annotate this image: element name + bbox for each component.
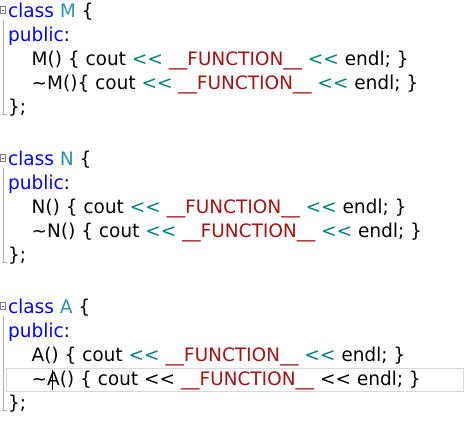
code-text: endl; } (348, 73, 419, 94)
macro: __FUNCTION__ (165, 345, 299, 366)
fold-guide (3, 20, 4, 114)
code-line[interactable]: A() { cout << __FUNCTION__ << endl; } (0, 344, 464, 368)
macro: __FUNCTION__ (182, 221, 316, 242)
access-specifier: public (8, 25, 64, 46)
code-text: (){ cout (63, 73, 142, 94)
closing-brace: }; (8, 97, 27, 118)
code-text: endl; } (352, 221, 422, 242)
dtor-name: M (47, 73, 64, 94)
brace: { (72, 297, 91, 318)
access-specifier: public (8, 173, 64, 194)
macro: __FUNCTION__ (168, 49, 302, 70)
operator: << (304, 345, 336, 366)
dtor-name: A (47, 369, 60, 390)
access-specifier: public (8, 321, 64, 342)
code-line[interactable]: class N { (0, 148, 464, 172)
closing-brace: }; (8, 393, 27, 414)
operator: << (128, 345, 160, 366)
operator: << (321, 221, 353, 242)
collapse-icon[interactable] (0, 154, 6, 162)
code-line[interactable]: public: (0, 24, 464, 48)
operator: << (141, 73, 173, 94)
closing-brace: }; (8, 245, 27, 266)
class-name: A (59, 297, 73, 318)
keyword: class (8, 1, 54, 22)
code-line[interactable]: public: (0, 172, 464, 196)
operator: << (319, 369, 351, 390)
code-text: endl; } (336, 197, 407, 218)
code-line[interactable]: class A { (0, 296, 464, 320)
collapse-icon[interactable] (0, 302, 6, 310)
code-text: endl; } (338, 49, 409, 70)
brace: { (73, 149, 92, 170)
ctor-name: N (31, 197, 46, 218)
keyword: class (8, 297, 54, 318)
macro: __FUNCTION__ (180, 369, 315, 390)
fold-end-mark (2, 114, 7, 115)
class-name: N (59, 149, 74, 170)
collapse-icon[interactable] (0, 6, 6, 14)
operator: << (305, 197, 337, 218)
code-line[interactable]: public: (0, 320, 464, 344)
operator: << (144, 369, 176, 390)
code-text: () { cout (45, 197, 130, 218)
code-line-current[interactable]: ~A() { cout << __FUNCTION__ << endl; } (0, 368, 464, 392)
brace: { (75, 1, 94, 22)
dtor-name: N (47, 221, 61, 242)
code-line[interactable]: ~M(){ cout << __FUNCTION__ << endl; } (0, 72, 464, 96)
code-text: () { cout (59, 369, 145, 390)
code-line[interactable]: }; (0, 96, 464, 120)
operator: << (129, 197, 161, 218)
code-text: endl; } (335, 345, 406, 366)
fold-guide (3, 168, 4, 262)
operator: << (307, 49, 339, 70)
text-caret (52, 370, 53, 390)
fold-end-mark (2, 410, 7, 411)
code-line[interactable]: M() { cout << __FUNCTION__ << endl; } (0, 48, 464, 72)
colon: : (63, 173, 70, 194)
class-name: M (59, 1, 76, 22)
fold-guide (3, 316, 4, 410)
code-line[interactable]: ~N() { cout << __FUNCTION__ << endl; } (0, 220, 464, 244)
operator: << (317, 73, 349, 94)
code-text: () { cout (44, 345, 129, 366)
tilde: ~ (31, 221, 48, 242)
code-line[interactable]: }; (0, 392, 464, 416)
tilde: ~ (31, 73, 48, 94)
keyword: class (8, 149, 54, 170)
operator: << (131, 49, 163, 70)
tilde: ~ (31, 369, 48, 390)
fold-end-mark (2, 262, 7, 263)
macro: __FUNCTION__ (178, 73, 312, 94)
operator: << (145, 221, 177, 242)
colon: : (63, 25, 70, 46)
ctor-name: A (31, 345, 45, 366)
code-line[interactable]: }; (0, 244, 464, 268)
code-line[interactable]: class M { (0, 0, 464, 24)
code-text: () { cout (47, 49, 132, 70)
code-line[interactable]: N() { cout << __FUNCTION__ << endl; } (0, 196, 464, 220)
code-text: endl; } (350, 369, 421, 390)
colon: : (63, 321, 70, 342)
macro: __FUNCTION__ (166, 197, 300, 218)
ctor-name: M (31, 49, 48, 70)
code-text: () { cout (60, 221, 146, 242)
